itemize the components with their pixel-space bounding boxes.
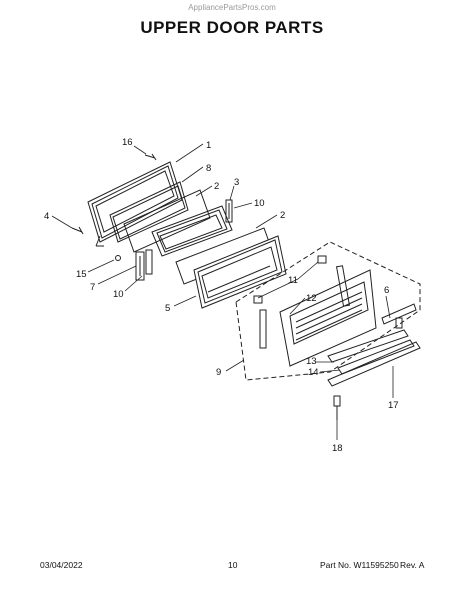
part-hinge-left <box>115 249 153 281</box>
callout-labels: 16 1 8 2 3 4 10 2 15 7 10 5 11 12 6 9 13… <box>44 137 399 454</box>
callout-8: 8 <box>206 163 211 174</box>
footer-page-number: 10 <box>228 560 238 570</box>
callout-3: 3 <box>234 177 239 188</box>
part-frame-3 <box>151 205 233 257</box>
part-clips-11 <box>253 255 327 304</box>
callout-7: 7 <box>90 282 95 293</box>
callout-12: 12 <box>306 293 317 304</box>
part-bracket-10-upper <box>225 199 233 223</box>
callout-6: 6 <box>384 285 389 296</box>
part-door-assembly-9 <box>235 241 421 381</box>
callout-5: 5 <box>165 303 170 314</box>
callout-14: 14 <box>308 367 319 378</box>
footer-part-number: Part No. W11595250 <box>320 560 399 570</box>
part-trim-17 <box>327 341 421 387</box>
callout-13: 13 <box>306 356 317 367</box>
watermark: AppliancePartsPros.com <box>188 3 276 12</box>
part-channel-6 <box>381 303 417 329</box>
part-screws <box>71 153 157 235</box>
page-title: UPPER DOOR PARTS <box>140 18 324 37</box>
callout-11: 11 <box>288 275 298 286</box>
part-glass-8 <box>109 181 189 243</box>
footer-date: 03/04/2022 <box>40 560 83 570</box>
callout-15: 15 <box>76 269 87 280</box>
callout-16: 16 <box>122 137 133 148</box>
callout-2-lower: 2 <box>280 210 285 221</box>
callout-10-upper: 10 <box>254 198 265 209</box>
part-frame-5 <box>193 235 287 309</box>
callout-17: 17 <box>388 400 399 411</box>
part-inner-panel <box>279 265 377 367</box>
part-outer-glass-panel <box>87 161 183 247</box>
callout-18: 18 <box>332 443 343 454</box>
callout-9: 9 <box>216 367 221 378</box>
callout-1: 1 <box>206 140 211 151</box>
leader-lines <box>51 143 394 440</box>
callout-4: 4 <box>44 211 49 222</box>
part-side-channel <box>259 309 267 349</box>
footer-revision: Rev. A <box>400 560 425 570</box>
callout-10-lower: 10 <box>113 289 124 300</box>
part-glass-2-upper <box>123 189 211 253</box>
part-screw-18 <box>333 395 341 420</box>
part-bottom-rail <box>327 329 415 375</box>
callout-2-upper: 2 <box>214 181 219 192</box>
